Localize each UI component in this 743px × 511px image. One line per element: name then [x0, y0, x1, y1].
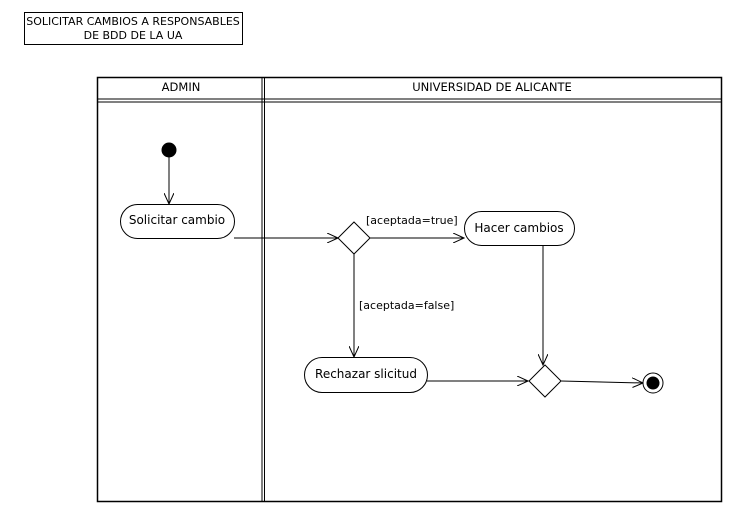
diagram-title-box: SOLICITAR CAMBIOS A RESPONSABLES DE BDD … [24, 12, 243, 45]
diagram-title-line2: DE BDD DE LA UA [84, 29, 183, 42]
action-hacer-cambios-label: Hacer cambios [474, 221, 563, 235]
guard-aceptada-false: [aceptada=false] [359, 299, 454, 312]
lane-header-admin: ADMIN [162, 80, 201, 94]
action-hacer-cambios[interactable]: Hacer cambios [464, 211, 575, 246]
action-rechazar-solicitud[interactable]: Rechazar slicitud [304, 357, 428, 393]
lane-header-universidad: UNIVERSIDAD DE ALICANTE [412, 80, 572, 94]
guard-aceptada-true: [aceptada=true] [366, 214, 458, 227]
swimlane-container: ADMIN UNIVERSIDAD DE ALICANTE [96, 76, 723, 503]
initial-node[interactable] [161, 142, 177, 158]
action-solicitar-cambio-label: Solicitar cambio [129, 213, 225, 227]
final-node[interactable] [642, 372, 664, 394]
action-rechazar-solicitud-label: Rechazar slicitud [315, 367, 417, 381]
merge-node[interactable] [528, 364, 562, 398]
flow-merge-to-final [560, 381, 643, 383]
diagram-title-line1: SOLICITAR CAMBIOS A RESPONSABLES [26, 15, 240, 28]
action-solicitar-cambio[interactable]: Solicitar cambio [120, 204, 235, 239]
